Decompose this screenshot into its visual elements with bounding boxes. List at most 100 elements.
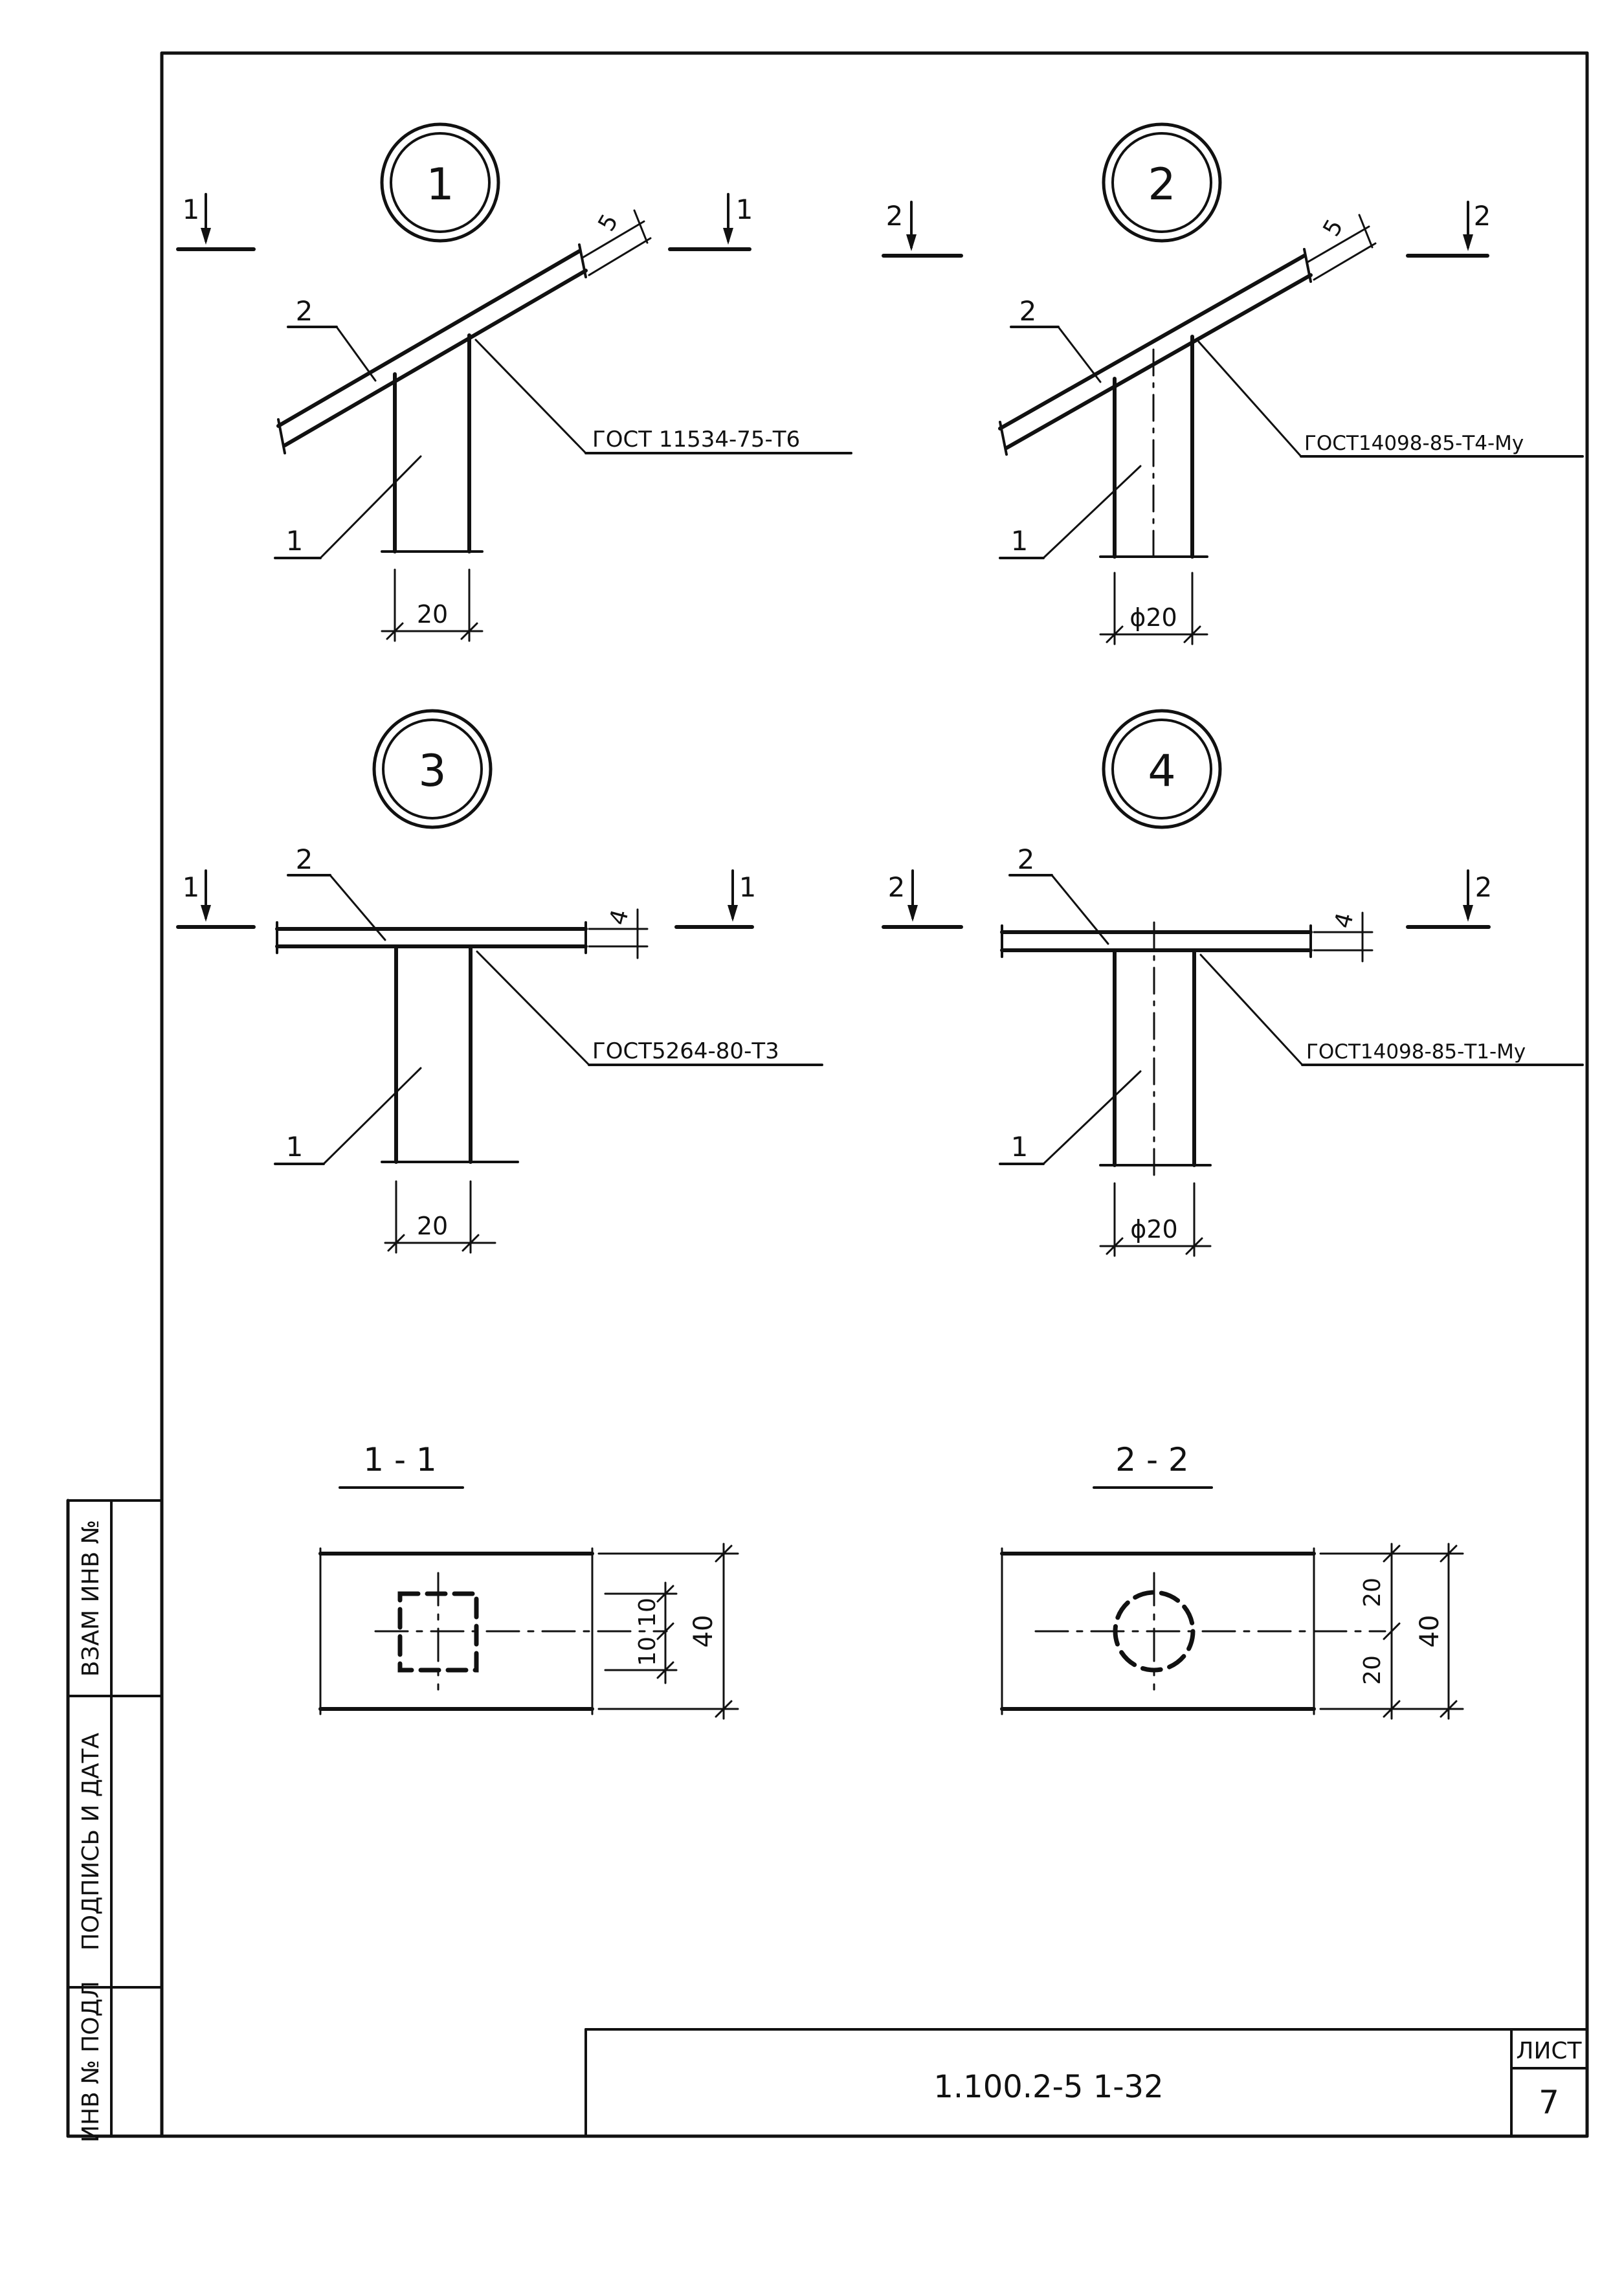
detail-2-section-label-right: 2 xyxy=(1474,200,1491,232)
detail-1-thickness-value: 5 xyxy=(594,210,624,236)
side-stamp-cell-1: ВЗАМ ИНВ № xyxy=(78,1520,104,1677)
detail-4-leader-part-1: 1 xyxy=(999,1070,1142,1165)
detail-2-width-dimension: ϕ20 xyxy=(1099,572,1208,645)
side-stamp: ВЗАМ ИНВ № ПОДПИСЬ И ДАТА ИНВ № ПОДЛ xyxy=(66,1499,164,2143)
side-stamp-cell-2: ПОДПИСЬ И ДАТА xyxy=(78,1732,104,1950)
detail-1-part-1-label: 1 xyxy=(286,525,304,557)
detail-2-section-label-left: 2 xyxy=(886,200,904,232)
section-1-1-title: 1 - 1 xyxy=(363,1441,436,1478)
detail-2-section-mark-left: 2 xyxy=(882,200,963,258)
detail-4-thickness-value: 4 xyxy=(1329,910,1359,932)
detail-2-bar xyxy=(1099,335,1208,564)
detail-3-section-label-right: 1 xyxy=(739,871,757,903)
detail-1-marker-inner xyxy=(390,132,491,233)
detail-2-thickness-dimension: 5 xyxy=(1306,214,1377,281)
detail-3-weld-note: ГОСТ5264-80-Т3 xyxy=(592,1038,779,1064)
section-1-1-dim-upper: 10 xyxy=(634,1598,661,1627)
detail-4-part-1-label: 1 xyxy=(1011,1131,1029,1163)
detail-3-part-2-label: 2 xyxy=(296,843,313,875)
detail-4-thickness-dimension: 4 xyxy=(1313,910,1374,963)
document-code: 1.100.2-5 1-32 xyxy=(933,2069,1163,2105)
detail-4-number: 4 xyxy=(1148,746,1175,797)
section-2-2-dim-lower: 20 xyxy=(1359,1655,1386,1685)
detail-1-number: 1 xyxy=(426,159,454,210)
detail-4: 4 2 2 4 xyxy=(882,709,1584,1257)
detail-4-part-2-label: 2 xyxy=(1018,843,1035,875)
detail-2-part-1-label: 1 xyxy=(1011,525,1029,557)
title-block: 1.100.2-5 1-32 ЛИСТ 7 xyxy=(584,2028,1588,2137)
section-1-1: 1 - 1 10 10 40 xyxy=(318,1441,739,1720)
detail-3-marker-inner xyxy=(382,719,483,820)
side-stamp-cell-3: ИНВ № ПОДЛ xyxy=(78,1981,104,2143)
section-2-2: 2 - 2 20 20 40 xyxy=(1000,1441,1464,1720)
detail-2-marker-outer xyxy=(1102,122,1222,243)
detail-1-weld-leader: ГОСТ 11534-75-Т6 xyxy=(474,339,852,454)
detail-1-section-label-left: 1 xyxy=(183,194,200,225)
detail-1-leader-part-2: 2 xyxy=(287,295,377,382)
detail-4-width-value: ϕ20 xyxy=(1130,1215,1177,1244)
detail-2-section-mark-right: 2 xyxy=(1406,200,1491,258)
detail-1-thickness-dimension: 5 xyxy=(581,209,652,276)
detail-1-section-mark-right: 1 xyxy=(668,193,753,251)
detail-2-plate xyxy=(998,248,1313,456)
detail-3-weld-leader: ГОСТ5264-80-Т3 xyxy=(476,950,823,1066)
detail-2: 2 2 2 5 xyxy=(882,122,1584,645)
detail-3-bar xyxy=(381,944,519,1164)
section-1-1-dim-total: 40 xyxy=(689,1615,718,1648)
detail-4-section-label-right: 2 xyxy=(1475,871,1493,903)
detail-4-weld-leader: ГОСТ14098-85-Т1-Му xyxy=(1199,954,1584,1066)
detail-4-width-dimension: ϕ20 xyxy=(1099,1182,1212,1257)
detail-2-width-value: ϕ20 xyxy=(1129,603,1177,632)
detail-3-width-value: 20 xyxy=(417,1212,448,1240)
detail-3-leader-part-2: 2 xyxy=(287,843,386,941)
detail-1-plate xyxy=(276,243,588,454)
detail-1-marker-outer xyxy=(380,122,500,243)
detail-1-part-2-label: 2 xyxy=(296,295,313,327)
detail-2-part-2-label: 2 xyxy=(1019,295,1037,327)
detail-3-number: 3 xyxy=(418,746,446,797)
sheet-label: ЛИСТ xyxy=(1516,2038,1582,2064)
detail-3: 3 1 1 4 xyxy=(176,709,823,1254)
detail-2-number: 2 xyxy=(1148,159,1175,210)
detail-4-section-mark-left: 2 xyxy=(882,869,963,929)
detail-1-section-mark-left: 1 xyxy=(176,193,256,251)
detail-3-marker-outer xyxy=(372,709,493,829)
detail-3-thickness-dimension: 4 xyxy=(588,907,649,959)
detail-1-bar xyxy=(381,333,484,553)
detail-1-section-label-right: 1 xyxy=(736,194,753,225)
detail-4-weld-note: ГОСТ14098-85-Т1-Му xyxy=(1306,1040,1526,1064)
detail-3-thickness-value: 4 xyxy=(605,907,634,928)
detail-4-plate xyxy=(1000,924,1313,958)
detail-1-width-dimension: 20 xyxy=(381,568,484,642)
detail-2-leader-part-1: 1 xyxy=(999,465,1142,559)
detail-3-plate xyxy=(275,921,588,954)
section-2-2-title: 2 - 2 xyxy=(1115,1441,1188,1478)
detail-2-weld-leader: ГОСТ14098-85-Т4-Му xyxy=(1197,340,1584,458)
sheet-number: 7 xyxy=(1539,2084,1559,2121)
section-1-1-dim-lower: 10 xyxy=(634,1636,661,1666)
detail-2-leader-part-2: 2 xyxy=(1010,295,1102,383)
sheet-frame xyxy=(160,51,1589,2138)
detail-4-section-label-left: 2 xyxy=(888,871,906,903)
detail-1-leader-part-1: 1 xyxy=(274,455,422,559)
detail-3-width-dimension: 20 xyxy=(384,1180,496,1254)
detail-3-leader-part-1: 1 xyxy=(274,1067,422,1165)
detail-2-thickness-value: 5 xyxy=(1318,215,1349,241)
detail-4-section-mark-right: 2 xyxy=(1406,869,1493,929)
detail-3-section-mark-left: 1 xyxy=(176,869,256,929)
detail-1-weld-note: ГОСТ 11534-75-Т6 xyxy=(592,427,800,452)
detail-2-marker-inner xyxy=(1111,132,1212,233)
section-2-2-dim-upper: 20 xyxy=(1359,1578,1386,1607)
detail-3-section-label-left: 1 xyxy=(183,871,200,903)
detail-3-part-1-label: 1 xyxy=(286,1131,304,1163)
detail-1-width-value: 20 xyxy=(417,600,448,629)
detail-4-leader-part-2: 2 xyxy=(1008,843,1109,945)
detail-3-section-mark-right: 1 xyxy=(674,869,757,929)
detail-4-marker-inner xyxy=(1111,719,1212,820)
detail-4-bar xyxy=(1099,921,1212,1176)
detail-1: 1 1 1 5 xyxy=(176,122,852,642)
section-2-2-dim-total: 40 xyxy=(1415,1615,1445,1648)
detail-4-marker-outer xyxy=(1102,709,1222,829)
